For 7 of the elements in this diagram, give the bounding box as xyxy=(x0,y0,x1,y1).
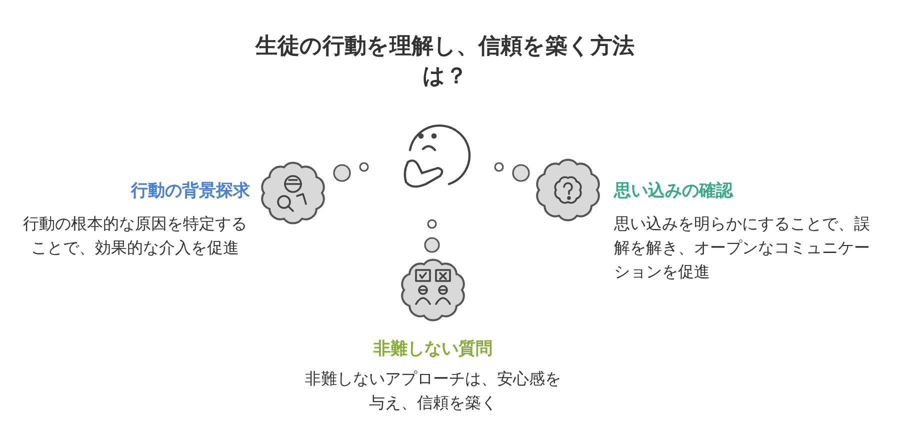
description-text: 思い込みを明らかにすることで、誤解を解き、オープンなコミュニケーションを促進 xyxy=(614,213,871,283)
heading: 思い込みの確認 xyxy=(614,180,734,202)
heading: 非難しない質問 xyxy=(372,338,494,360)
description-text: 行動の根本的な原因を特定することで、効果的な介入を促進 xyxy=(22,213,248,259)
description-text: 非難しないアプローチは、安心感を与え、信頼を築く xyxy=(304,368,562,414)
heading: 行動の背景探求 xyxy=(130,180,250,202)
title: 生徒の行動を理解し、信頼を築く方法は？ xyxy=(254,32,636,91)
